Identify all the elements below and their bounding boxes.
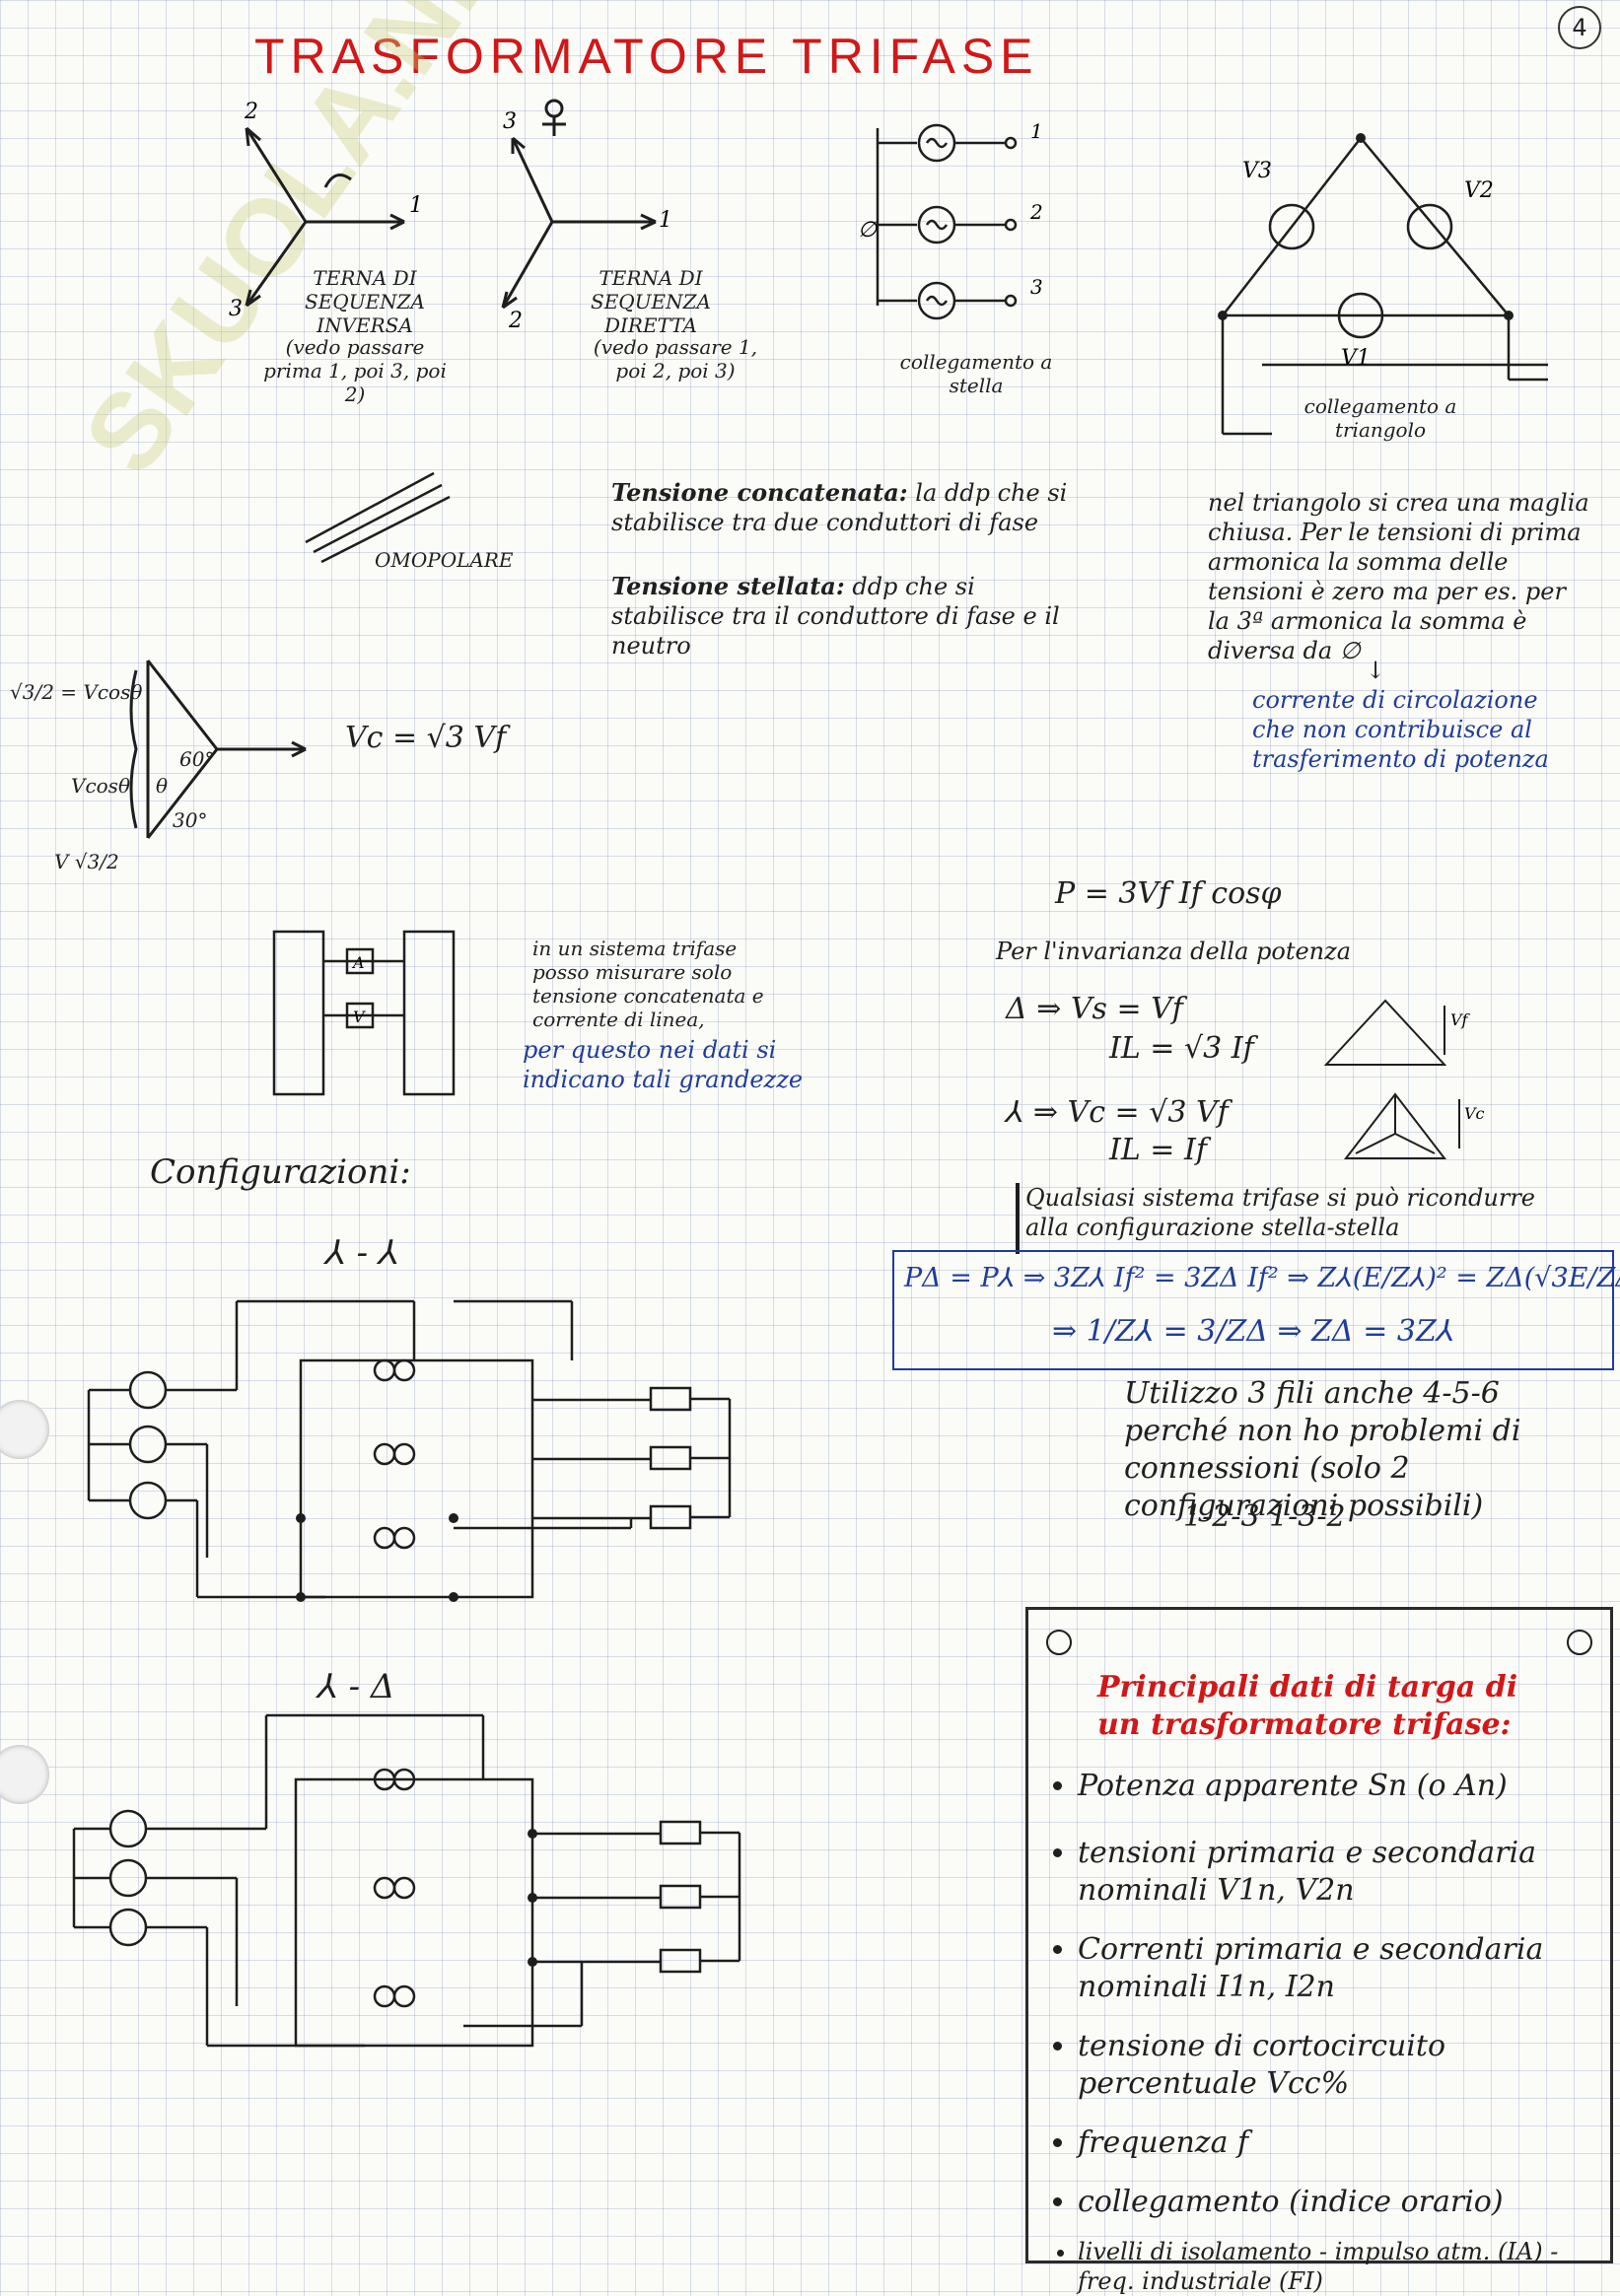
phasor-diagram (129, 660, 307, 839)
delta-connection-caption: collegamento a triangolo (1303, 394, 1457, 442)
nameplate-box: Principali dati di targa di un trasforma… (1025, 1607, 1613, 2295)
config-yy-label: ⅄ - ⅄ (325, 1233, 399, 1273)
inverse-sequence-label: TERNA DI SEQUENZA INVERSA (305, 266, 425, 337)
star-relation-2: IL = If (1109, 1133, 1207, 1167)
phasor-vcos-label: Vcosθ (71, 774, 130, 798)
delta-connection-diagram: V3 V2 V1 (1218, 133, 1548, 436)
star-connection-caption: collegamento a stella (899, 350, 1053, 397)
homopolar-label: OMOPOLARE (375, 548, 514, 572)
direct-sequence-note: (vedo passare 1, poi 2, poi 3) (593, 335, 758, 383)
phasor-relation: Vc = √3 Vf (345, 721, 507, 755)
star-mini-vc: Vc (1464, 1104, 1485, 1123)
phasor-left-formula: √3/2 = Vcosθ (10, 680, 143, 704)
voltmeter-label: V (353, 1008, 366, 1026)
ring-hole-left (1046, 1630, 1072, 1655)
concatenated-voltage-term: Tensione concatenata: (611, 478, 908, 507)
axis-3-label: 3 (229, 297, 243, 321)
delta-mini-vf: Vf (1450, 1010, 1471, 1029)
svg-text:1: 1 (1030, 119, 1043, 143)
star-voltage-term: Tensione stellata: (611, 572, 845, 600)
delta-v3-label: V3 (1242, 159, 1272, 183)
binder-hole-bottom (0, 1745, 49, 1804)
wires-note: Utilizzo 3 fili anche 4-5-6 perché non h… (1124, 1376, 1521, 1523)
triangle-harmonic-note: nel triangolo si crea una maglia chiusa.… (1208, 489, 1589, 664)
axis-3b-label: 3 (503, 109, 517, 134)
phasor-bottom-label: V √3/2 (54, 850, 119, 873)
delta-relation-1: Δ ⇒ Vs = Vf (1006, 992, 1183, 1026)
power-formula: P = 3Vf If cosφ (1055, 876, 1282, 911)
nameplate-item: collegamento (indice orario) (1078, 2184, 1620, 2221)
reduce-note: Qualsiasi sistema trifase si può ricondu… (1025, 1184, 1536, 1241)
configurations-label: Configurazioni: (150, 1152, 411, 1192)
power-invariance-label: Per l'invarianza della potenza (996, 938, 1352, 965)
measurement-schematic: A V (272, 930, 456, 1096)
axis-1b-label: 1 (659, 208, 672, 233)
config-yd-label: ⅄ - Δ (317, 1667, 395, 1706)
delta-mini-diagram: Vf (1323, 999, 1471, 1066)
wires-orders: 1-2-3 1-3-2 (1183, 1499, 1346, 1534)
axis-2-label: 2 (244, 100, 258, 124)
delta-relation-2: IL = √3 If (1109, 1031, 1254, 1066)
nameplate-title: Principali dati di targa di un trasforma… (1097, 1670, 1518, 1742)
axis-1-label: 1 (409, 193, 423, 218)
delta-v2-label: V2 (1464, 178, 1494, 203)
direct-sequence-label: TERNA DI SEQUENZA DIRETTA (591, 266, 711, 337)
ring-hole-right (1567, 1630, 1592, 1655)
phasor-angle-60: 60° (179, 747, 215, 771)
homopolar-arrows (305, 471, 451, 564)
nameplate-item: frequenza f (1078, 2124, 1620, 2162)
circulating-current-note: corrente di circolazione che non contrib… (1252, 686, 1549, 773)
star-connection-diagram: 1 2 3 ∅ (858, 119, 1043, 320)
star-relation-1: ⅄ ⇒ Vc = √3 Vf (1006, 1095, 1229, 1130)
star-voltage-text: ddp che si stabilisce tra il conduttore … (611, 573, 1060, 660)
concatenated-voltage-definition: Tensione concatenata: la ddp che si stab… (611, 478, 1124, 537)
inverse-sequence-note: (vedo passare prima 1, poi 3, poi 2) (263, 335, 447, 406)
yy-wiring-diagram (87, 1299, 732, 1602)
nameplate-list: Potenza apparente Sn (o An) tensioni pri… (1048, 1768, 1620, 2296)
yd-wiring-diagram (72, 1713, 741, 2048)
axis-2b-label: 2 (508, 309, 523, 333)
star-mini-diagram: Vc (1343, 1092, 1485, 1159)
measurement-note: in un sistema trifase posso misurare sol… (532, 937, 764, 1031)
page-title: TRASFORMATORE TRIFASE (254, 29, 1039, 84)
nameplate-item: tensioni primaria e secondaria nominali … (1078, 1835, 1620, 1910)
measurement-note-blue: per questo nei dati si indicano tali gra… (523, 1036, 804, 1093)
page-number: 4 (1558, 6, 1601, 49)
neutral-symbol: ∅ (858, 218, 878, 243)
svg-text:3: 3 (1030, 275, 1043, 299)
ammeter-label: A (351, 953, 365, 972)
sequence-diagram: 2 1 3 3 1 2 (229, 99, 672, 333)
power-equivalence-line-2: ⇒ 1/Z⅄ = 3/ZΔ ⇒ ZΔ = 3Z⅄ (1052, 1314, 1455, 1349)
triangle-note-arrow: ↓ (1366, 657, 1386, 684)
svg-text:2: 2 (1029, 200, 1043, 224)
power-equivalence-line-1: PΔ = P⅄ ⇒ 3Z⅄ If² = 3ZΔ If² ⇒ Z⅄(E/Z⅄)² … (904, 1263, 1620, 1293)
delta-v1-label: V1 (1341, 346, 1371, 371)
power-equivalence-box: PΔ = P⅄ ⇒ 3Z⅄ If² = 3ZΔ If² ⇒ Z⅄(E/Z⅄)² … (892, 1250, 1620, 1370)
star-voltage-definition: Tensione stellata: ddp che si stabilisce… (611, 572, 1065, 661)
reduce-note-bar (1016, 1183, 1020, 1254)
binder-hole-top (0, 1400, 49, 1459)
concatenated-voltage-text: la ddp che si stabilisce tra due condutt… (611, 479, 1068, 536)
nameplate-item: Potenza apparente Sn (o An) (1078, 1768, 1620, 1805)
nameplate-item: tensione di cortocircuito percentuale Vc… (1078, 2028, 1620, 2103)
nameplate-item: Correnti primaria e secondaria nominali … (1078, 1931, 1620, 2006)
nameplate-item: livelli di isolamento - impulso atm. (IA… (1078, 2237, 1620, 2296)
phasor-angle-30: 30° (173, 808, 208, 832)
phasor-theta: θ (156, 774, 169, 798)
